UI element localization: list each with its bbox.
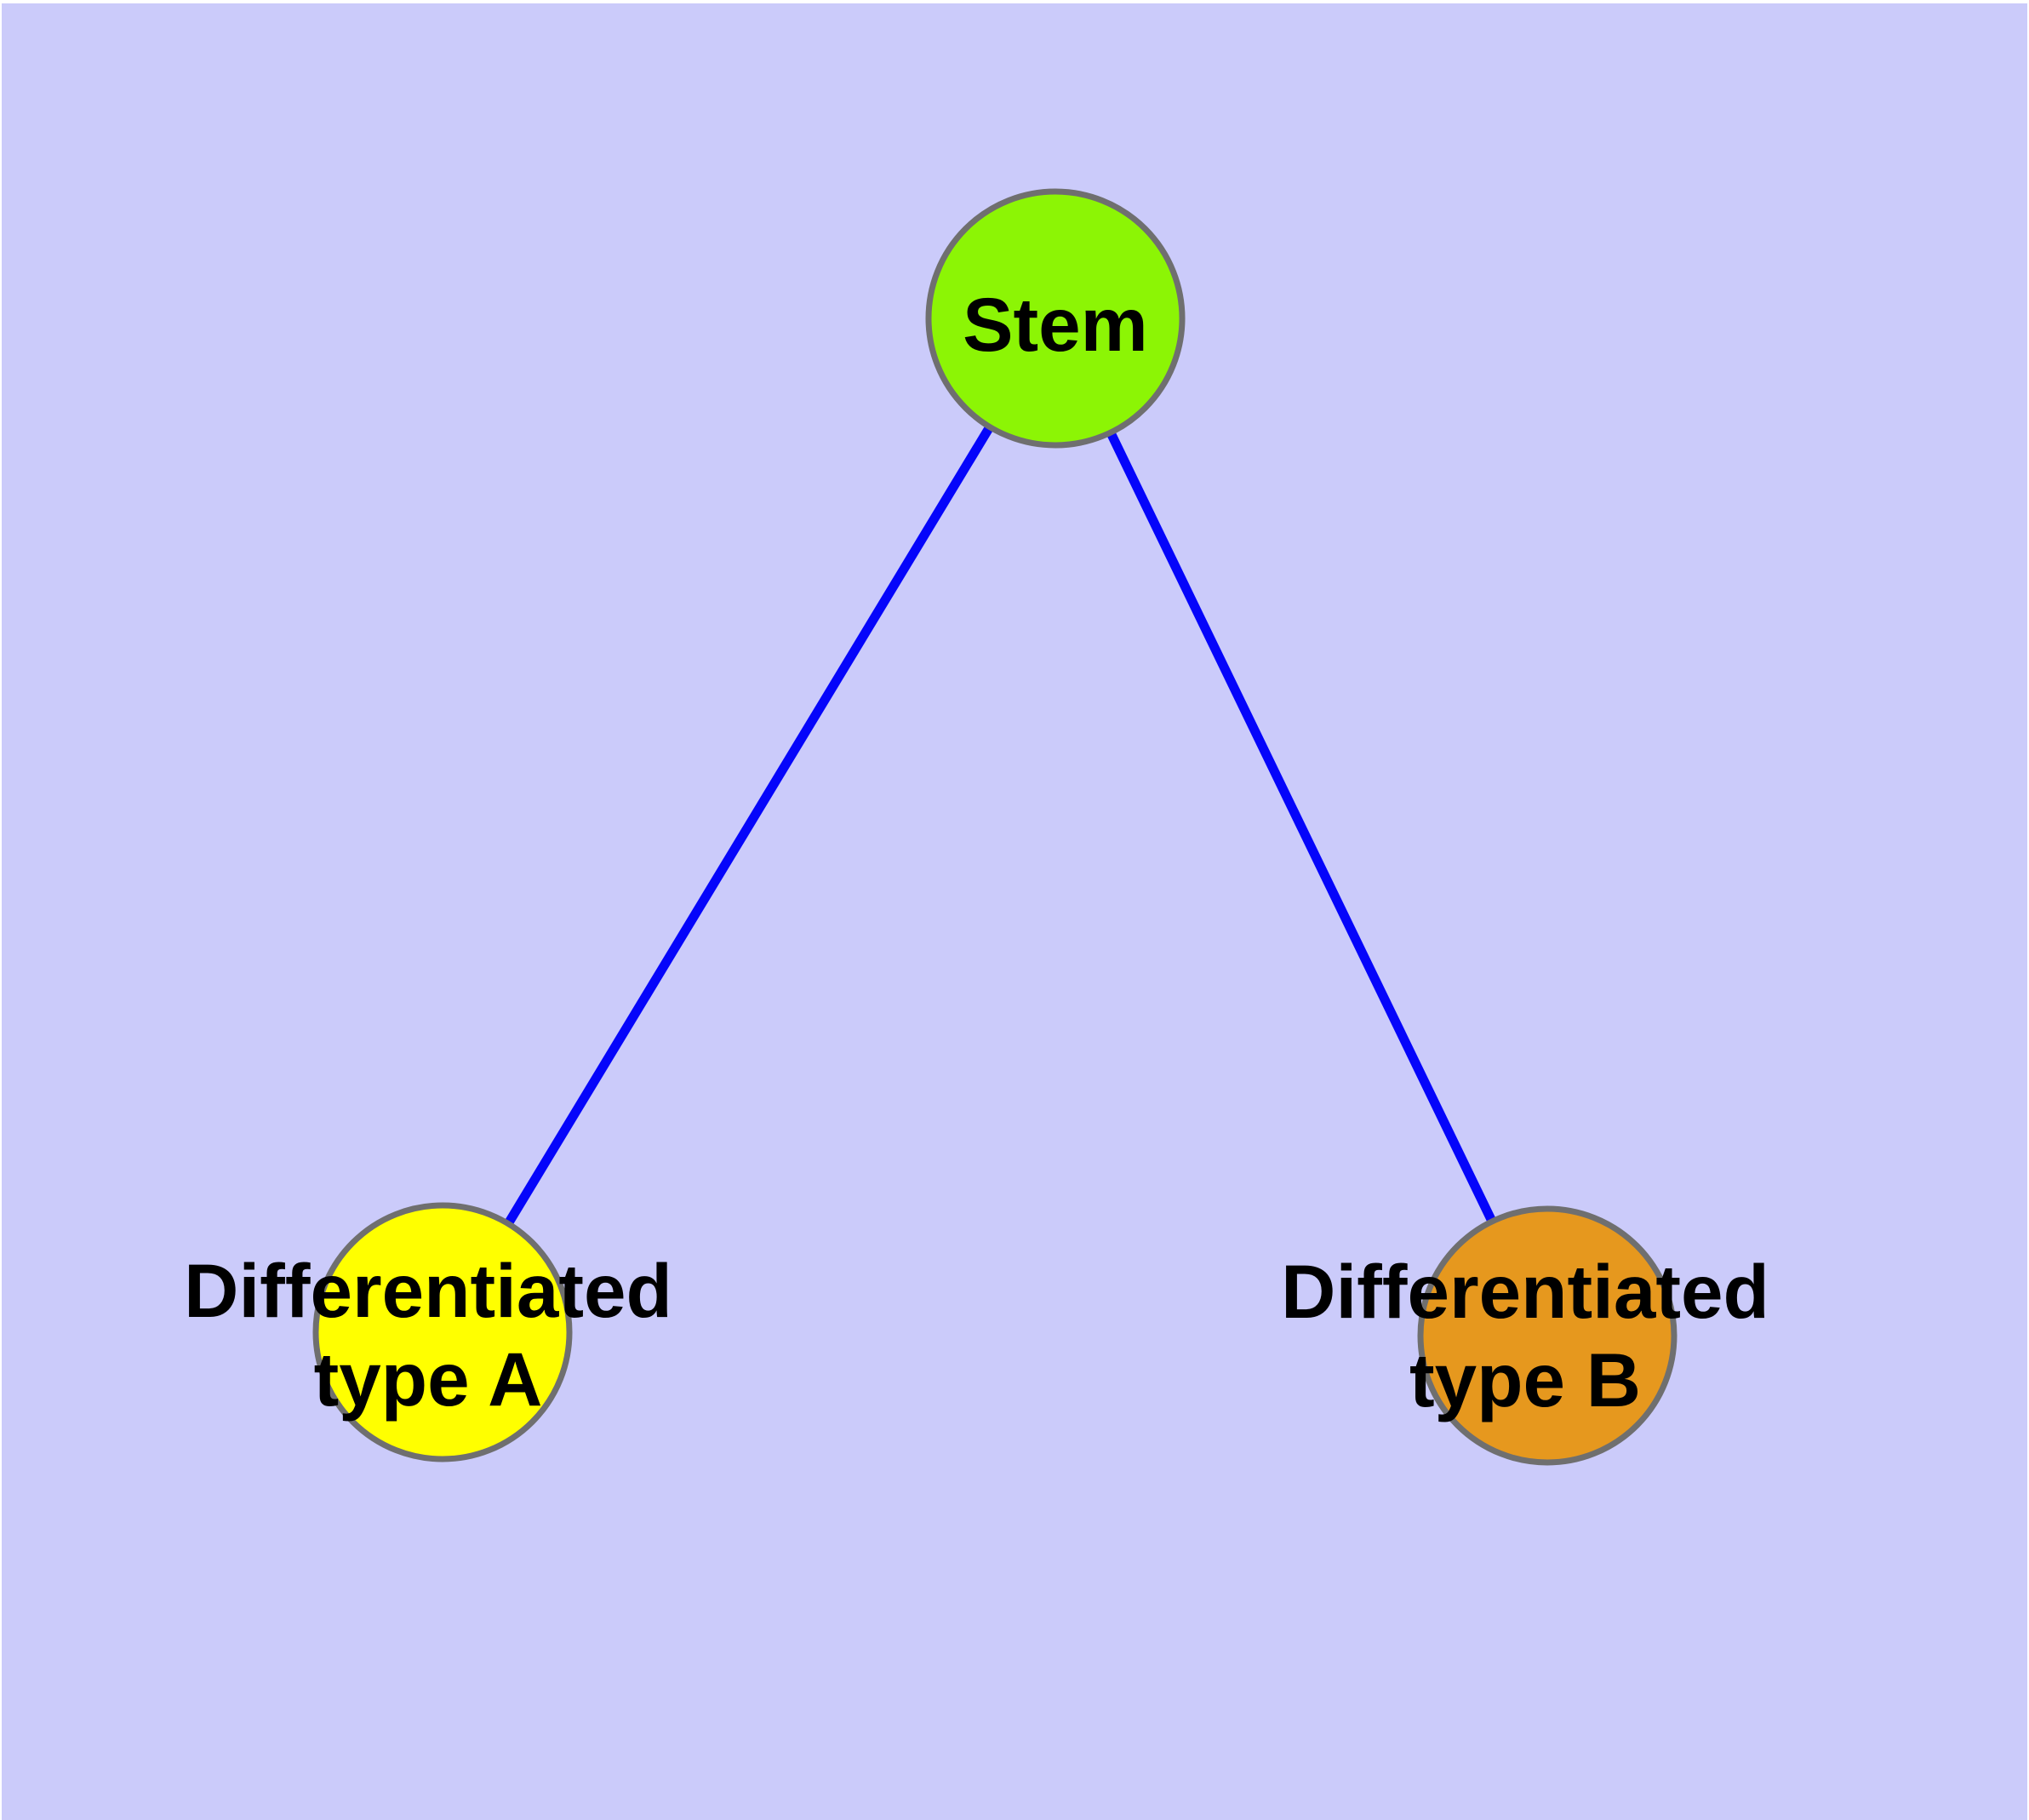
differentiated-type-b-node-label: Differentiated type B (1281, 1247, 1769, 1424)
differentiated-type-a-node-label: Differentiated type A (184, 1246, 672, 1423)
type-a-label-line-2: type A (313, 1336, 543, 1422)
stem-label-text: Stem (963, 282, 1148, 367)
stem-node-label: Stem (963, 280, 1148, 369)
edge-stem-to-type-b (1051, 316, 1552, 1338)
differentiated-type-b-node-circle (1417, 1205, 1677, 1466)
type-b-label-line-2: type B (1409, 1337, 1641, 1422)
stem-node-circle (925, 188, 1186, 449)
type-a-label-line-1: Differentiated (184, 1248, 672, 1333)
edge-stem-to-type-a (438, 316, 1060, 1335)
type-b-label-line-1: Differentiated (1281, 1249, 1769, 1334)
differentiated-type-a-node-circle (312, 1202, 573, 1462)
